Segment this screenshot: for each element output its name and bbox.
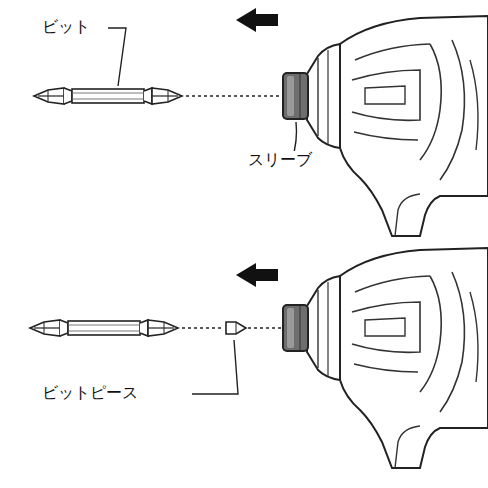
part-label: スリーブ — [246, 151, 314, 169]
part-label: ビット — [40, 18, 92, 36]
part-label: ビットピース — [40, 384, 140, 402]
